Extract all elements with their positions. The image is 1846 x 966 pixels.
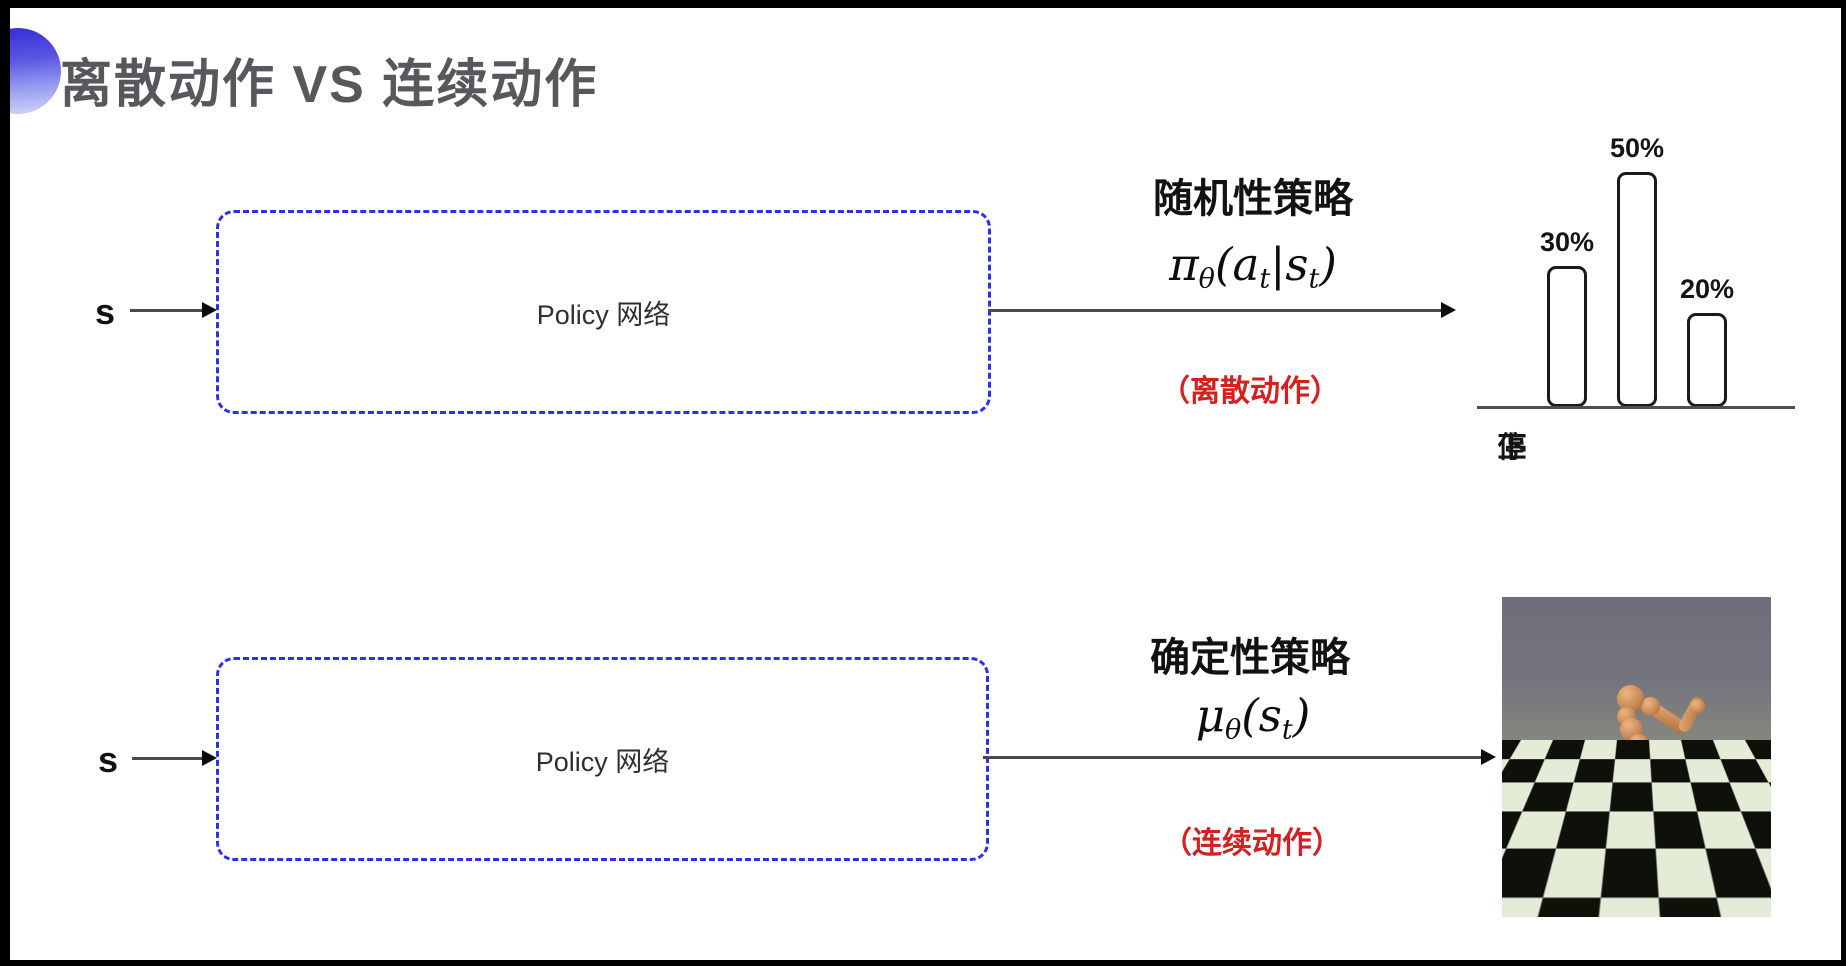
policy-formula-row1: πθ(at|st) [1133, 238, 1373, 295]
formula-subscript: t [1308, 263, 1320, 295]
policy-network-box-row1: Policy 网络 [216, 210, 991, 414]
bar-group: 50% [1602, 133, 1672, 407]
bar-value-label: 50% [1609, 133, 1665, 163]
action-type-note-row2: （连续动作） [1162, 827, 1342, 860]
chart-axis-line [1477, 406, 1795, 409]
bar-value-label: 20% [1679, 274, 1735, 304]
robot-foot [1586, 828, 1607, 849]
formula-subscript: t [1281, 714, 1293, 746]
robot-rear-foot [1654, 840, 1673, 853]
formula-subscript: θ [1198, 263, 1215, 295]
formula-subscript: θ [1224, 714, 1242, 746]
bar-group: 20% [1672, 274, 1742, 407]
formula-paren: ( [1241, 689, 1259, 742]
formula-symbol: π [1169, 238, 1199, 291]
policy-network-label-row2: Policy 网络 [535, 746, 670, 777]
formula-symbol: a [1232, 238, 1260, 291]
robot-thigh [1626, 780, 1646, 836]
formula-paren: ) [1292, 689, 1311, 742]
screen-border-bottom [0, 960, 1846, 966]
action-type-note-row1: （离散动作） [1160, 375, 1340, 408]
bar-category-label: 上 [1497, 432, 1527, 464]
bar-category-label: 下 [1497, 432, 1527, 464]
bar-value-label: 30% [1539, 227, 1595, 257]
output-arrowhead-row1 [1441, 302, 1456, 318]
formula-symbol: μ [1195, 689, 1225, 742]
page-title: 离散动作 VS 连续动作 [60, 56, 599, 114]
screen-border-left [0, 0, 10, 966]
policy-network-box-row2: Policy 网络 [216, 657, 989, 861]
formula-symbol: s [1285, 238, 1309, 291]
input-arrow-row1 [130, 309, 204, 312]
state-input-label-row2: s [98, 739, 119, 780]
policy-network-label-row1: Policy 网络 [536, 299, 671, 330]
screen-border-top [0, 0, 1846, 8]
formula-paren: ) [1319, 238, 1337, 291]
input-arrowhead-row1 [202, 302, 217, 318]
sim-floor-reflection [1552, 879, 1672, 897]
state-input-label-row1: s [95, 291, 116, 332]
formula-paren: ( [1214, 238, 1233, 291]
slide-canvas: 离散动作 VS 连续动作 s Policy 网络 随机性策略 πθ(at|st)… [10, 8, 1841, 960]
sim-floor-reflection [1590, 897, 1660, 911]
formula-subscript: t [1259, 263, 1271, 295]
input-arrow-row2 [132, 757, 204, 760]
policy-formula-row2: μθ(st) [1133, 689, 1373, 746]
screen-border-right [1841, 0, 1846, 966]
policy-type-title-row1: 随机性策略 [1153, 177, 1353, 221]
bar-group: 30% [1532, 227, 1602, 407]
humanoid-simulation-image [1502, 597, 1771, 917]
chart-bar [1547, 266, 1587, 407]
chart-bar [1687, 313, 1727, 407]
action-probability-bar-chart: 30% 50% 20% 上 停 下 [1477, 120, 1795, 464]
formula-bar: | [1270, 238, 1286, 291]
sim-robot-shadow [1580, 849, 1676, 864]
output-arrow-row2 [983, 756, 1483, 759]
policy-type-title-row2: 确定性策略 [1150, 636, 1350, 680]
output-arrow-row1 [988, 309, 1443, 312]
title-bullet-ball-icon [10, 28, 61, 114]
formula-symbol: s [1258, 689, 1282, 742]
input-arrowhead-row2 [202, 750, 217, 766]
bar-category-label: 停 [1497, 432, 1527, 464]
chart-bar [1617, 172, 1657, 407]
robot-hand [1690, 699, 1705, 714]
output-arrowhead-row2 [1481, 749, 1496, 765]
robot-shoulder [1641, 697, 1660, 716]
